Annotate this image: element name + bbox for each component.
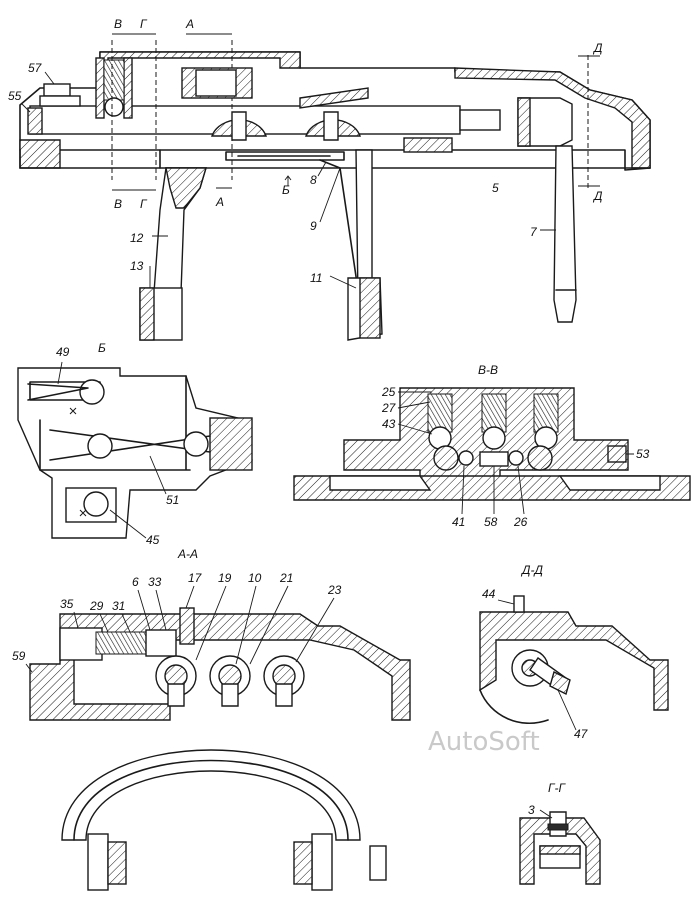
section-vv-leaders bbox=[397, 391, 634, 515]
mark-v-top: В bbox=[114, 17, 122, 31]
label-58: 58 bbox=[484, 515, 498, 529]
label-51: 51 bbox=[166, 493, 179, 507]
label-13: 13 bbox=[130, 259, 144, 273]
section-aa-title: А-А bbox=[177, 547, 198, 561]
mark-v-bottom: В bbox=[114, 197, 122, 211]
section-dd-leaders bbox=[497, 599, 577, 731]
label-49: 49 bbox=[56, 345, 70, 359]
section-gg-view bbox=[519, 811, 601, 885]
label-45: 45 bbox=[146, 533, 160, 547]
section-gg-labels: Г-Г 3 bbox=[528, 781, 567, 817]
mark-d-bottom: Д bbox=[592, 189, 603, 203]
label-5: 5 bbox=[492, 181, 499, 195]
label-29: 29 bbox=[89, 599, 104, 613]
label-6: 6 bbox=[132, 575, 139, 589]
label-23: 23 bbox=[327, 583, 342, 597]
label-27: 27 bbox=[381, 401, 397, 415]
label-33: 33 bbox=[148, 575, 162, 589]
section-dd-title: Д-Д bbox=[520, 563, 543, 577]
label-57: 57 bbox=[28, 61, 43, 75]
label-59: 59 bbox=[12, 649, 26, 663]
label-31: 31 bbox=[112, 599, 125, 613]
detail-b-title: Б bbox=[98, 341, 106, 355]
section-vv-labels: В-В 25 27 43 41 58 26 53 bbox=[381, 363, 650, 529]
label-19: 19 bbox=[218, 571, 232, 585]
detail-b-labels: Б 49 51 45 bbox=[56, 341, 179, 547]
label-12: 12 bbox=[130, 231, 144, 245]
mark-a-bottom: А bbox=[215, 195, 224, 209]
label-11: 11 bbox=[310, 271, 322, 285]
mark-g-bottom: Г bbox=[140, 197, 148, 211]
section-dd-view bbox=[479, 595, 669, 725]
section-vv-view bbox=[293, 387, 691, 501]
main-view bbox=[19, 40, 651, 341]
label-10: 10 bbox=[248, 571, 262, 585]
section-aa-labels: А-А 35 29 31 6 33 17 19 10 21 23 59 bbox=[12, 547, 342, 663]
label-26: 26 bbox=[513, 515, 528, 529]
label-44: 44 bbox=[482, 587, 496, 601]
mark-g-top: Г bbox=[140, 17, 148, 31]
mark-a-top: А bbox=[185, 17, 194, 31]
detail-b-leaders bbox=[57, 361, 167, 539]
section-dd-labels: Д-Д 44 47 bbox=[482, 563, 589, 741]
label-9: 9 bbox=[310, 219, 317, 233]
label-25: 25 bbox=[381, 385, 396, 399]
main-view-leaders bbox=[21, 33, 600, 289]
label-35: 35 bbox=[60, 597, 74, 611]
mark-d-top: Д bbox=[592, 41, 603, 55]
label-55: 55 bbox=[8, 89, 22, 103]
label-17: 17 bbox=[188, 571, 203, 585]
mark-b-arrow: Б bbox=[282, 183, 290, 197]
label-3: 3 bbox=[528, 803, 535, 817]
label-41: 41 bbox=[452, 515, 465, 529]
label-53: 53 bbox=[636, 447, 650, 461]
label-43: 43 bbox=[382, 417, 396, 431]
label-8: 8 bbox=[310, 173, 317, 187]
label-21: 21 bbox=[279, 571, 293, 585]
main-view-labels: 57 55 5 8 9 7 12 13 11 В Г А В Г А Б Д Д bbox=[8, 17, 603, 285]
section-aa-view bbox=[29, 607, 411, 891]
section-aa-leaders bbox=[25, 585, 335, 673]
detail-b-view bbox=[17, 367, 253, 539]
label-7: 7 bbox=[530, 225, 538, 239]
watermark: AutoSoft bbox=[428, 727, 540, 757]
section-gg-title: Г-Г bbox=[548, 781, 567, 795]
label-47: 47 bbox=[574, 727, 589, 741]
section-gg-leaders bbox=[539, 809, 553, 819]
section-vv-title: В-В bbox=[478, 363, 498, 377]
